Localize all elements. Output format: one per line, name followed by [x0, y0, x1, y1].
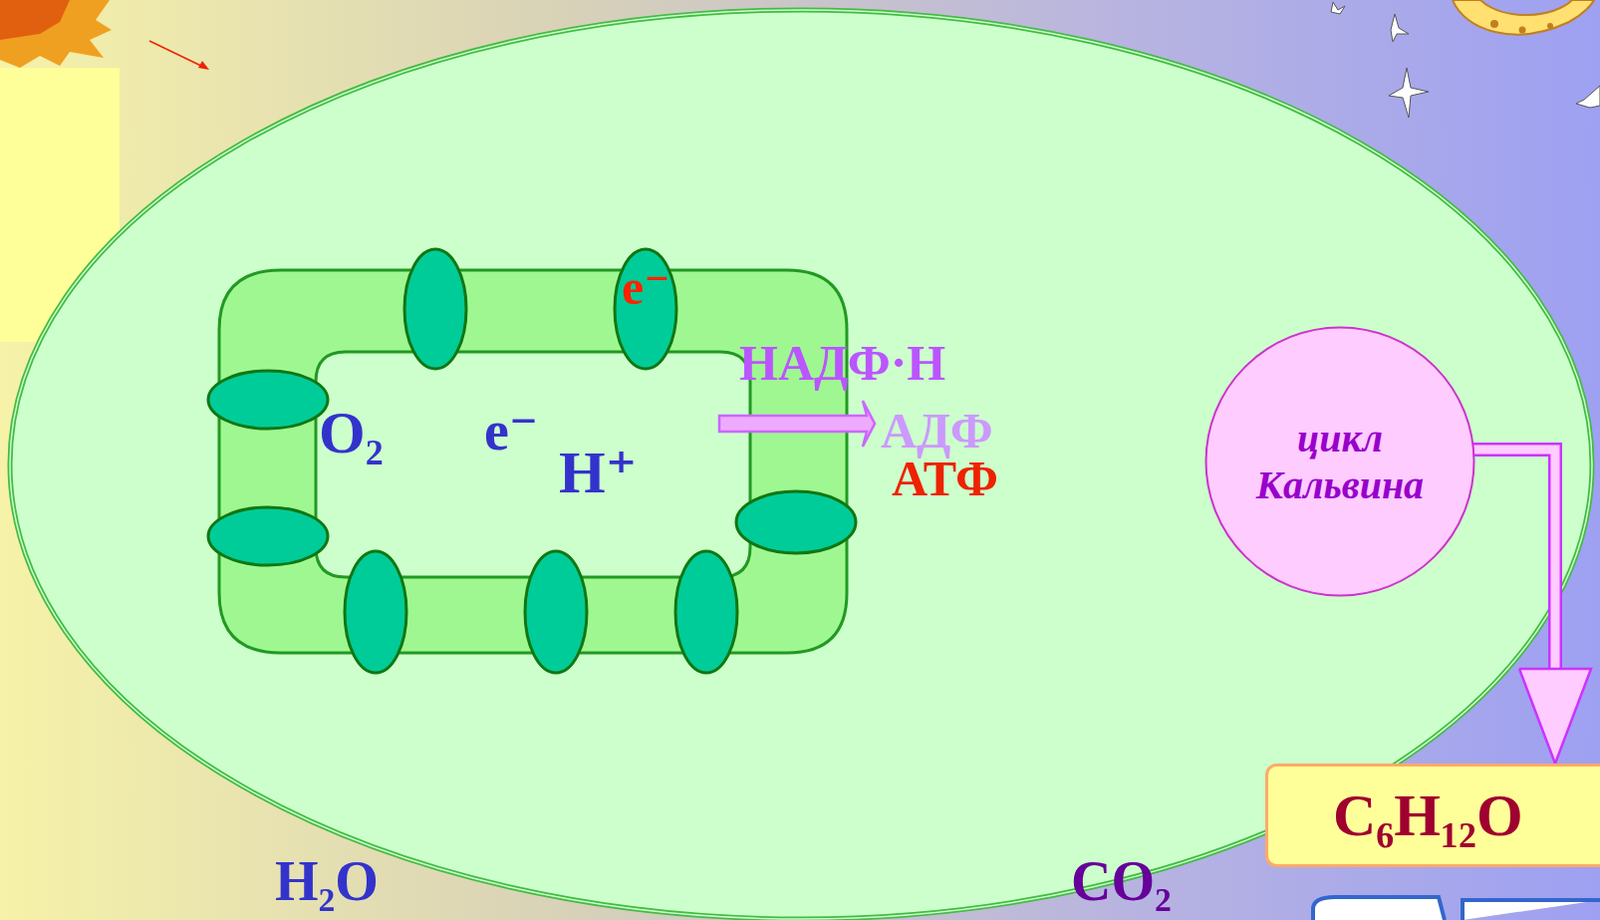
calvin-cycle: цикл Кальвина [1204, 325, 1476, 597]
flow-arrow [1471, 449, 1592, 764]
arrow-outline [1471, 449, 1556, 669]
chloroplast [9, 9, 1593, 919]
node-text: цикл Кальвина [1230, 414, 1450, 509]
partial-shape [1462, 899, 1600, 920]
stars [1331, 1, 1600, 118]
output-arrow [719, 400, 875, 447]
electron-label: e⁻ [484, 398, 538, 463]
moon [1452, 0, 1595, 35]
circle-shape [1206, 327, 1475, 596]
electron-label: e⁻ [621, 259, 671, 317]
node-text: C₆H₁₂O [1333, 781, 1524, 850]
oxygen-label: O₂ [318, 398, 384, 468]
ray-arrow-head [198, 60, 210, 70]
arrow-fill [1471, 449, 1556, 669]
membrane-proteins [208, 249, 856, 673]
sun [0, 0, 112, 68]
chloroplast-inner-line [9, 9, 1593, 919]
arrow-head [1519, 668, 1592, 764]
carbon-dioxide-label: CO₂ [1070, 848, 1172, 913]
atp-label: АТФ [891, 450, 999, 509]
calvin-cycle-outline [1204, 325, 1476, 597]
water-label: H₂O [274, 848, 379, 913]
product-box: C₆H₁₂O [1265, 763, 1600, 867]
ray-arrow [149, 40, 206, 68]
partial-shape [1313, 896, 1445, 920]
box-shape [1267, 765, 1600, 866]
nadph-label: НАДФ·Н [739, 334, 946, 393]
proton-label: H⁺ [558, 438, 637, 508]
